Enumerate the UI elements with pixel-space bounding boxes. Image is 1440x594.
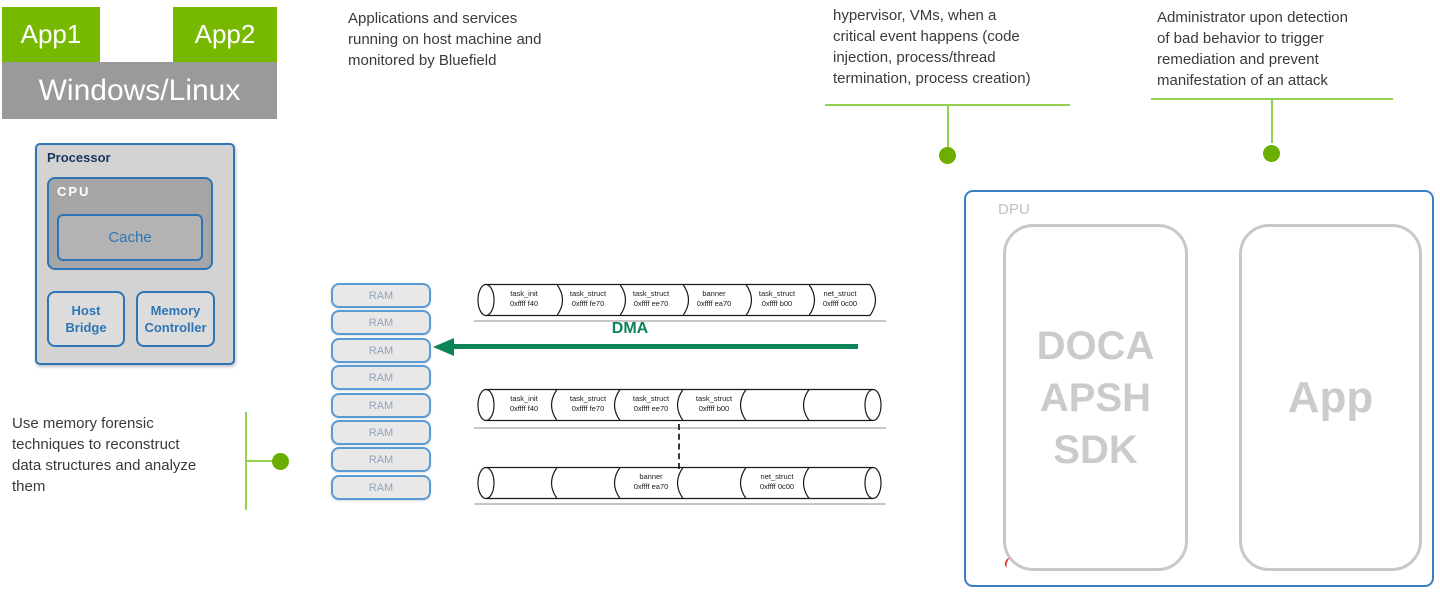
ram-block: RAM <box>331 338 431 363</box>
ram-block: RAM <box>331 420 431 445</box>
connector-vline-right <box>1271 98 1273 143</box>
dma-arrow-shaft <box>452 344 858 349</box>
cylinder-segment-name: task_struct <box>633 394 670 403</box>
cylinder-segment-addr: 0xffff ea70 <box>697 299 732 308</box>
connector-dot-middle <box>939 147 956 164</box>
connector-vline-middle <box>947 104 949 149</box>
os-box: Windows/Linux <box>2 62 277 119</box>
cylinder-segment-addr: 0xffff 0c00 <box>823 299 857 308</box>
ram-block: RAM <box>331 393 431 418</box>
dma-arrow-head <box>433 338 454 356</box>
cylinder-segment-addr: 0xffff fe70 <box>572 404 605 413</box>
ram-label: RAM <box>368 289 394 302</box>
cylinder-segment-addr: 0xffff ea70 <box>634 482 669 491</box>
annotation-forensics: Use memory forensic techniques to recons… <box>12 415 197 495</box>
cylinder-segment-name: task_struct <box>759 289 796 298</box>
ram-label: RAM <box>368 453 394 466</box>
row-underline-3 <box>474 503 886 505</box>
dpu-box: DPU DOCA APSH SDK App <box>964 190 1434 587</box>
annotation-host-apps: Applications and services running on hos… <box>348 10 542 69</box>
cylinder-segment-addr: 0xffff ee70 <box>634 299 669 308</box>
os-label: Windows/Linux <box>38 73 241 107</box>
app2-box: App2 <box>173 7 277 62</box>
cache-label: Cache <box>108 229 152 246</box>
ram-label: RAM <box>368 371 394 384</box>
dma-label: DMA <box>611 320 649 337</box>
dpu-app-label: App <box>1287 372 1374 422</box>
dashed-connector <box>678 424 680 469</box>
ram-block: RAM <box>331 310 431 335</box>
cylinder-segment-name: task_struct <box>570 394 607 403</box>
connector-dot-right <box>1263 145 1280 162</box>
processor-label: Processor <box>47 150 111 165</box>
ram-label: RAM <box>368 481 394 494</box>
app1-label: App1 <box>20 19 82 49</box>
memory-cylinder-row-1: task_init 0xffff f40 task_struct 0xffff … <box>477 283 877 317</box>
memory-controller-box: Memory Controller <box>136 291 215 347</box>
cylinder-segment-name: task_init <box>510 289 538 298</box>
ram-block: RAM <box>331 283 431 308</box>
annotation-critical-events: hypervisor, VMs, when a critical event h… <box>833 7 1031 87</box>
cylinder-segment-name: task_struct <box>633 289 670 298</box>
host-bridge-label: Host Bridge <box>65 303 107 335</box>
row-underline-2 <box>474 427 886 429</box>
connector-hline-left <box>245 460 278 462</box>
memory-controller-label: Memory Controller <box>144 303 207 335</box>
doca-apsh-sdk-label: DOCA APSH SDK <box>1036 323 1155 472</box>
host-bridge-box: Host Bridge <box>47 291 125 347</box>
cache-box: Cache <box>57 214 203 261</box>
app2-label: App2 <box>194 19 256 49</box>
cylinder-segment-addr: 0xffff fe70 <box>572 299 605 308</box>
cylinder-segment-name: net_struct <box>761 472 795 481</box>
cylinder-segment-addr: 0xffff f40 <box>510 404 538 413</box>
memory-cylinder-row-3: banner 0xffff ea70 net_struct 0xffff 0c0… <box>477 466 882 500</box>
ram-label: RAM <box>368 399 394 412</box>
row-underline-1 <box>474 320 886 322</box>
cylinder-segment-name: net_struct <box>824 289 858 298</box>
cylinder-segment-name: task_struct <box>570 289 607 298</box>
cylinder-segment-name: task_struct <box>696 394 733 403</box>
cylinder-segment-addr: 0xffff f40 <box>510 299 538 308</box>
ram-block: RAM <box>331 447 431 472</box>
cylinder-segment-name: banner <box>639 472 663 481</box>
cylinder-segment-addr: 0xffff ee70 <box>634 404 669 413</box>
cylinder-segment-addr: 0xffff 0c00 <box>760 482 794 491</box>
annotation-administrator: Administrator upon detection of bad beha… <box>1157 9 1348 89</box>
dpu-label: DPU <box>998 201 1030 218</box>
app1-box: App1 <box>2 7 100 62</box>
red-stray-mark <box>1003 557 1014 569</box>
ram-block: RAM <box>331 475 431 500</box>
cylinder-segment-name: task_init <box>510 394 538 403</box>
dpu-app-box: App <box>1239 224 1422 571</box>
ram-label: RAM <box>368 426 394 439</box>
memory-cylinder-row-2: task_init 0xffff f40 task_struct 0xffff … <box>477 388 882 422</box>
ram-label: RAM <box>368 344 394 357</box>
cylinder-segment-addr: 0xffff b00 <box>762 299 792 308</box>
connector-dot-left <box>272 453 289 470</box>
cylinder-segment-addr: 0xffff b00 <box>699 404 729 413</box>
cpu-label: CPU <box>57 184 91 199</box>
cylinder-segment-name: banner <box>702 289 726 298</box>
doca-apsh-sdk-box: DOCA APSH SDK <box>1003 224 1188 571</box>
ram-block: RAM <box>331 365 431 390</box>
ram-label: RAM <box>368 316 394 329</box>
